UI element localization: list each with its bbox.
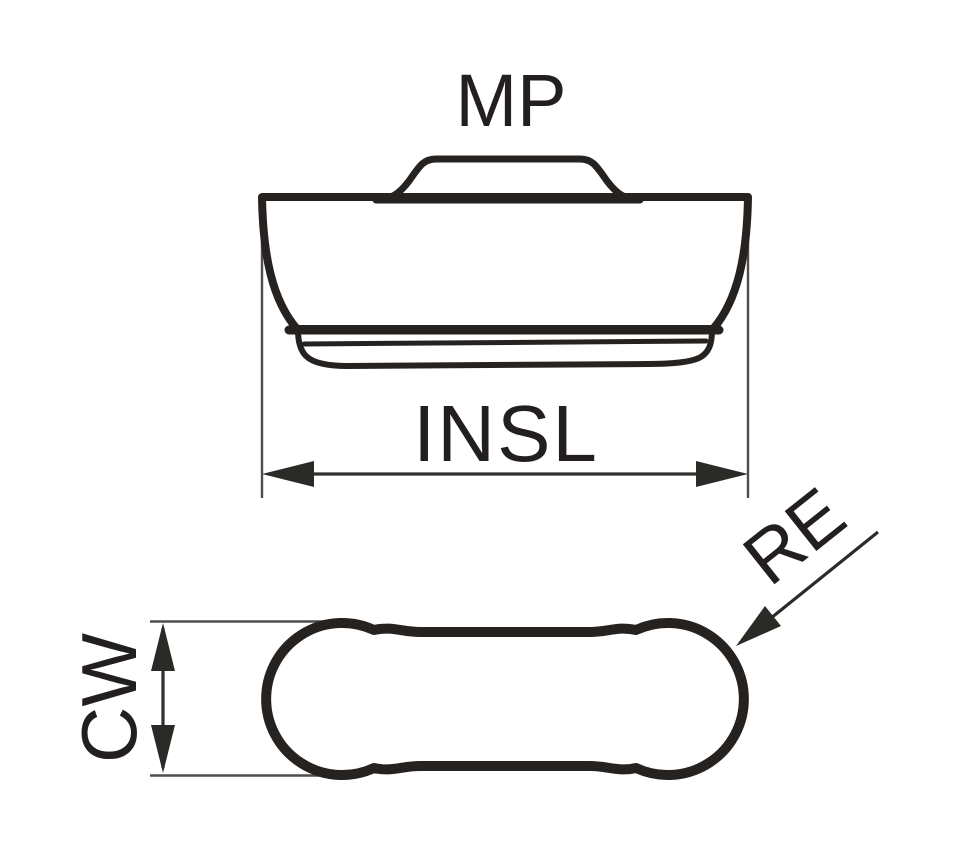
cw-arrow-up-icon [151, 623, 175, 671]
re-leader-line [753, 530, 880, 633]
insert-side-view [258, 155, 752, 369]
cw-dimension: CW [65, 620, 332, 777]
insert-step-line [301, 338, 709, 347]
re-arrow-icon [736, 606, 781, 646]
insert-boss [372, 155, 644, 204]
insl-arrow-right-icon [696, 461, 748, 487]
insert-top-outline [261, 618, 749, 780]
mp-label: MP [456, 59, 567, 142]
re-callout: RE [728, 472, 880, 646]
insl-label: INSL [413, 389, 599, 478]
cw-arrow-down-icon [151, 725, 175, 773]
insert-top-view [261, 618, 749, 780]
insl-dimension: INSL [260, 202, 750, 498]
insert-bottom-steps [295, 327, 715, 369]
cw-label: CW [65, 633, 153, 763]
insert-body [258, 193, 752, 333]
insl-arrow-left-icon [262, 461, 314, 487]
